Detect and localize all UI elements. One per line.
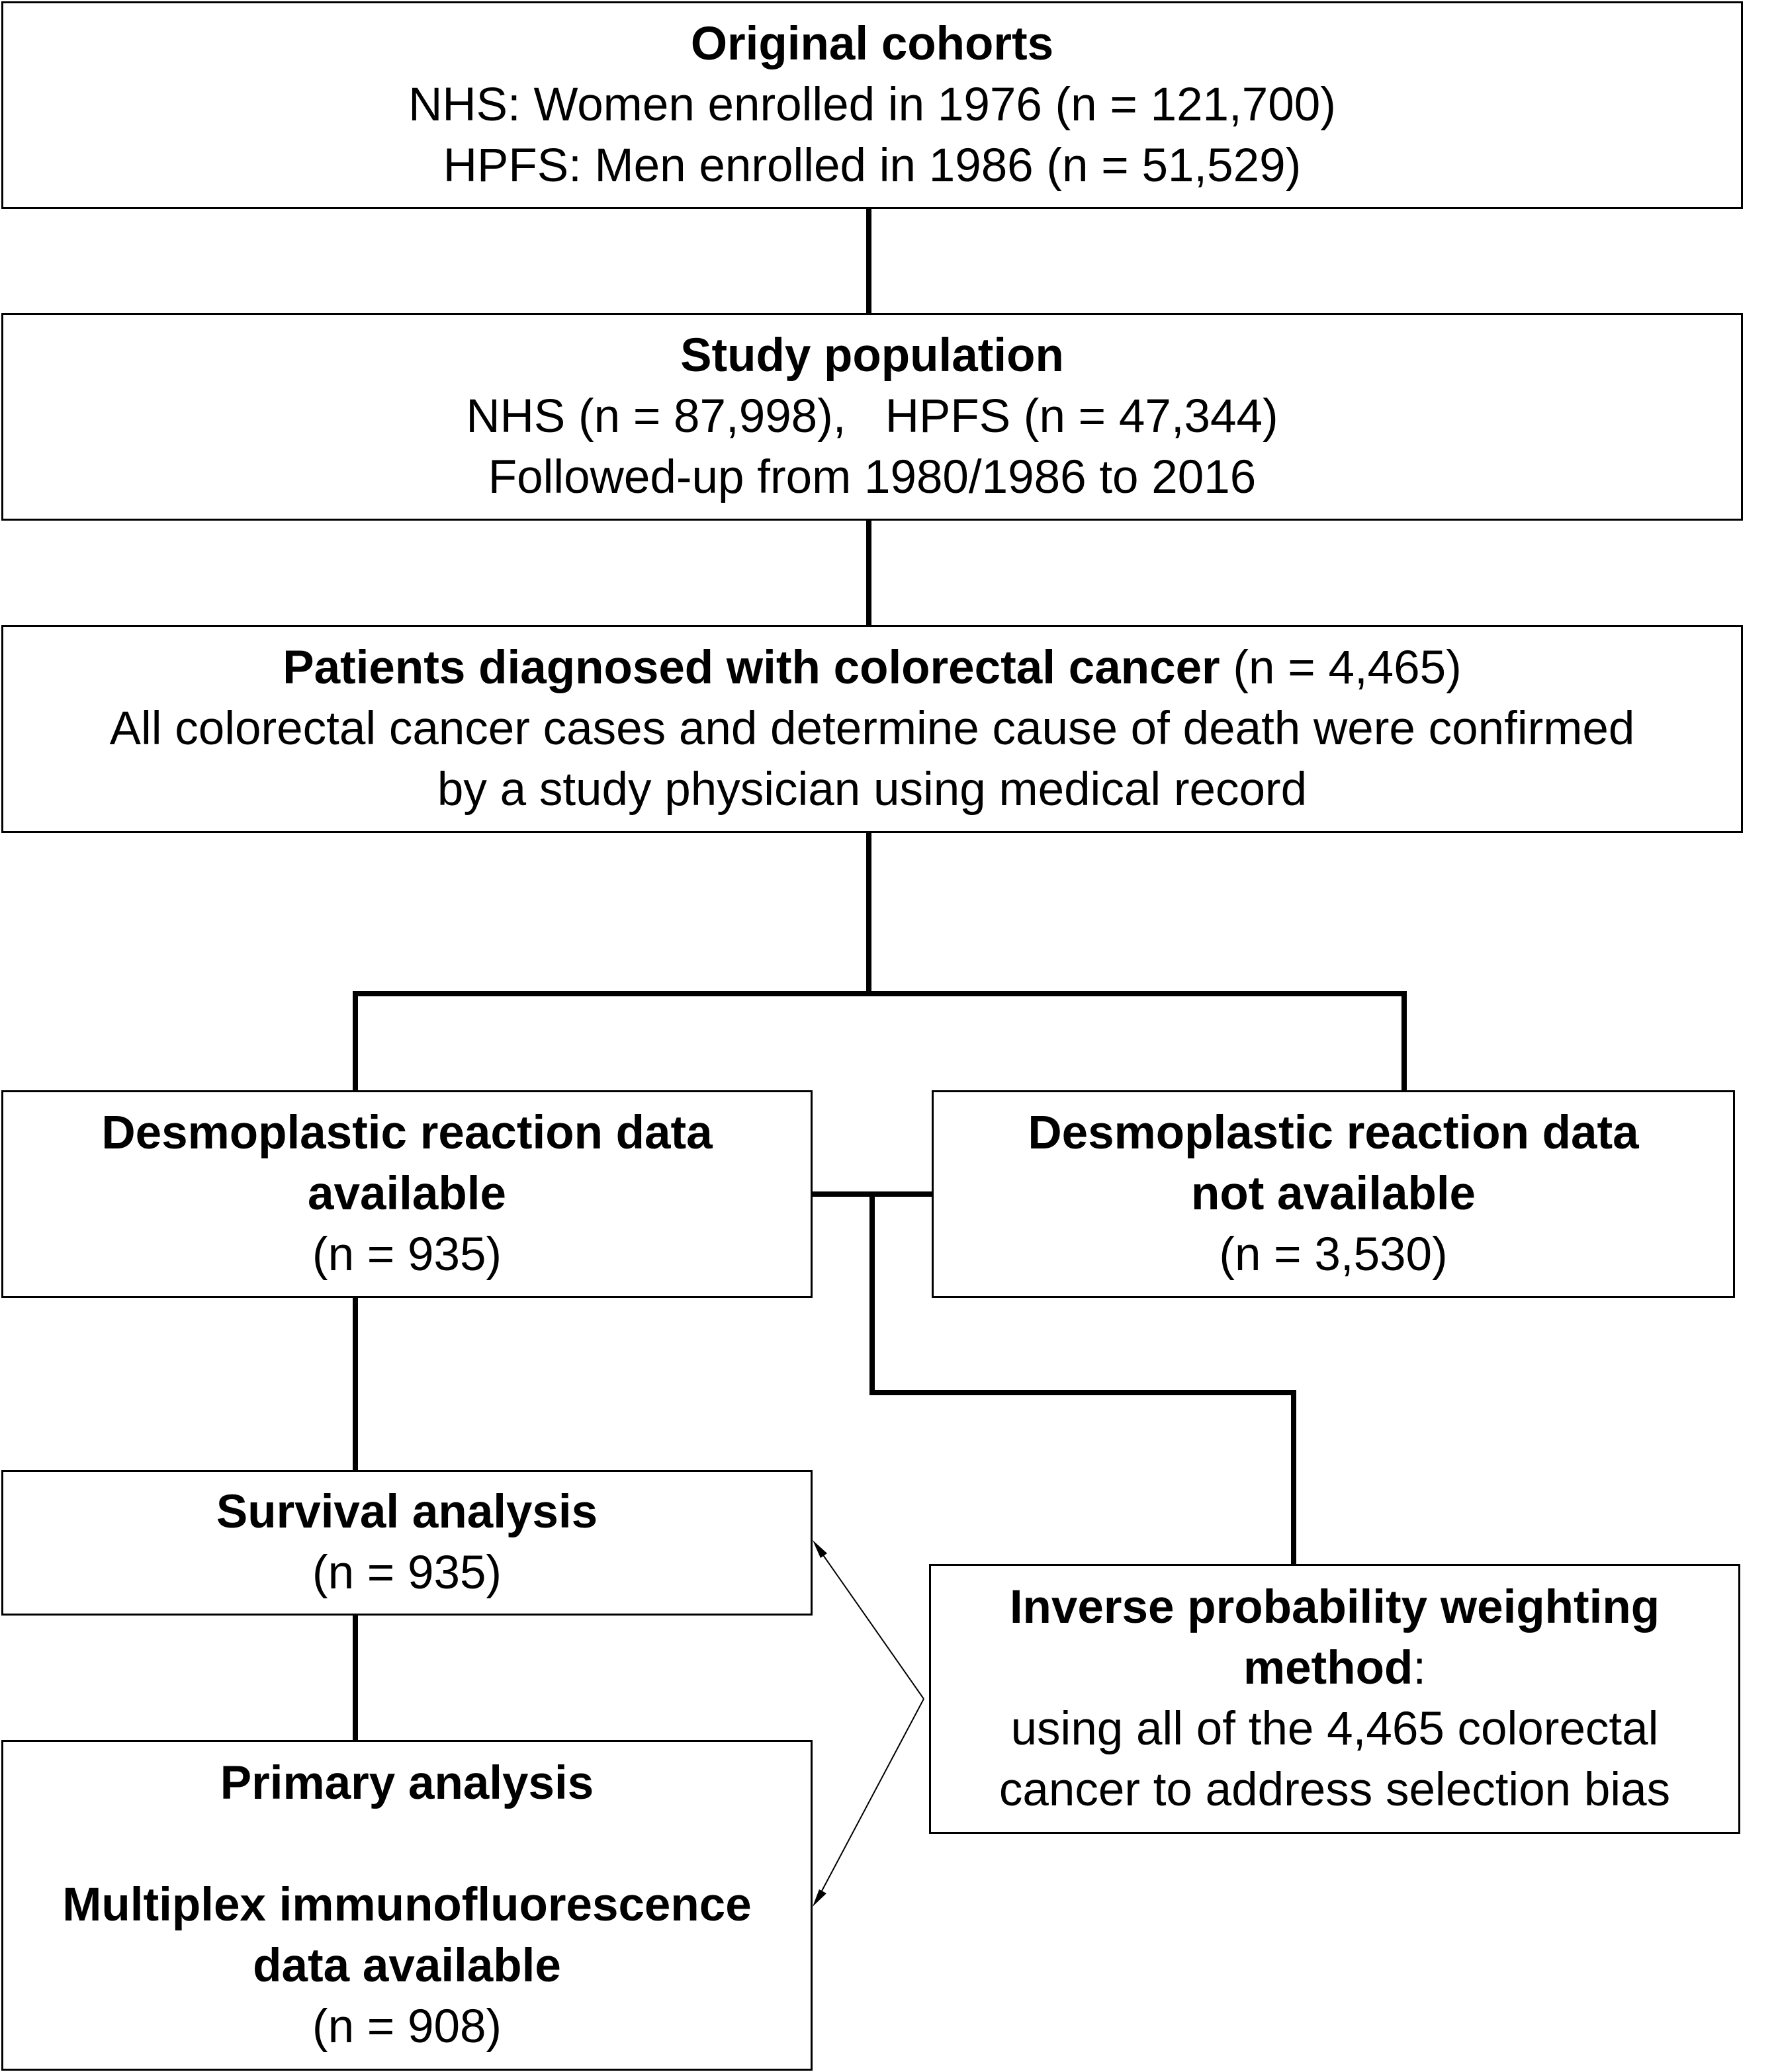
study-population-title: Study population <box>680 329 1064 382</box>
patients-diagnosed-count: (n = 4,465) <box>1220 642 1462 694</box>
arrowhead-primary <box>813 1889 826 1907</box>
study-population-box: Study population NHS (n = 87,998), HPFS … <box>1 313 1743 521</box>
patients-diagnosed-desc-1: All colorectal cancer cases and determin… <box>109 703 1635 755</box>
patients-diagnosed-box: Patients diagnosed with colorectal cance… <box>1 625 1743 833</box>
original-cohorts-hpfs: HPFS: Men enrolled in 1986 (n = 51,529) <box>443 140 1302 192</box>
dr-not-available-title-1: Desmoplastic reaction data <box>1028 1107 1639 1159</box>
primary-analysis-sub-2: data available <box>253 1940 561 1992</box>
ipw-title-colon: : <box>1413 1642 1427 1694</box>
survival-analysis-count: (n = 935) <box>312 1547 502 1599</box>
ipw-title-2: method <box>1243 1642 1413 1694</box>
dr-available-title-2: available <box>308 1168 506 1220</box>
ipw-method-box: Inverse probability weighting method: us… <box>929 1564 1740 1834</box>
dr-available-box: Desmoplastic reaction data available (n … <box>1 1090 813 1298</box>
primary-analysis-count: (n = 908) <box>312 2001 502 2053</box>
patients-diagnosed-title: Patients diagnosed with colorectal cance… <box>283 642 1220 694</box>
primary-analysis-box: Primary analysis Multiplex immunofluores… <box>1 1740 813 2071</box>
dr-available-count: (n = 935) <box>312 1229 502 1281</box>
ipw-desc-2: cancer to address selection bias <box>999 1764 1671 1816</box>
dr-available-title-1: Desmoplastic reaction data <box>101 1107 713 1159</box>
study-population-followup: Followed-up from 1980/1986 to 2016 <box>488 451 1257 503</box>
primary-analysis-title: Primary analysis <box>220 1757 594 1809</box>
ipw-title-2-wrap: method: <box>1243 1638 1426 1699</box>
arrow-ipw-to-survival <box>820 1551 924 1700</box>
dr-not-available-count: (n = 3,530) <box>1219 1229 1448 1281</box>
original-cohorts-nhs: NHS: Women enrolled in 1976 (n = 121,700… <box>408 79 1336 131</box>
ipw-title-1: Inverse probability weighting <box>1009 1581 1660 1633</box>
study-population-counts: NHS (n = 87,998), HPFS (n = 47,344) <box>466 390 1278 443</box>
original-cohorts-title: Original cohorts <box>690 18 1054 70</box>
dr-not-available-title-2: not available <box>1190 1168 1476 1220</box>
arrow-ipw-to-primary <box>820 1698 924 1894</box>
survival-analysis-box: Survival analysis (n = 935) <box>1 1470 813 1616</box>
connector-dr-to-ipw <box>869 1191 1296 1567</box>
survival-analysis-title: Survival analysis <box>216 1486 598 1538</box>
patients-diagnosed-desc-2: by a study physician using medical recor… <box>437 763 1308 816</box>
primary-analysis-sub-1: Multiplex immunofluorescence <box>62 1879 752 1931</box>
arrowhead-survival <box>813 1540 827 1558</box>
ipw-desc-1: using all of the 4,465 colorectal <box>1010 1703 1659 1755</box>
patients-diagnosed-heading: Patients diagnosed with colorectal cance… <box>283 638 1462 699</box>
original-cohorts-box: Original cohorts NHS: Women enrolled in … <box>1 1 1743 209</box>
dr-not-available-box: Desmoplastic reaction data not available… <box>932 1090 1735 1298</box>
